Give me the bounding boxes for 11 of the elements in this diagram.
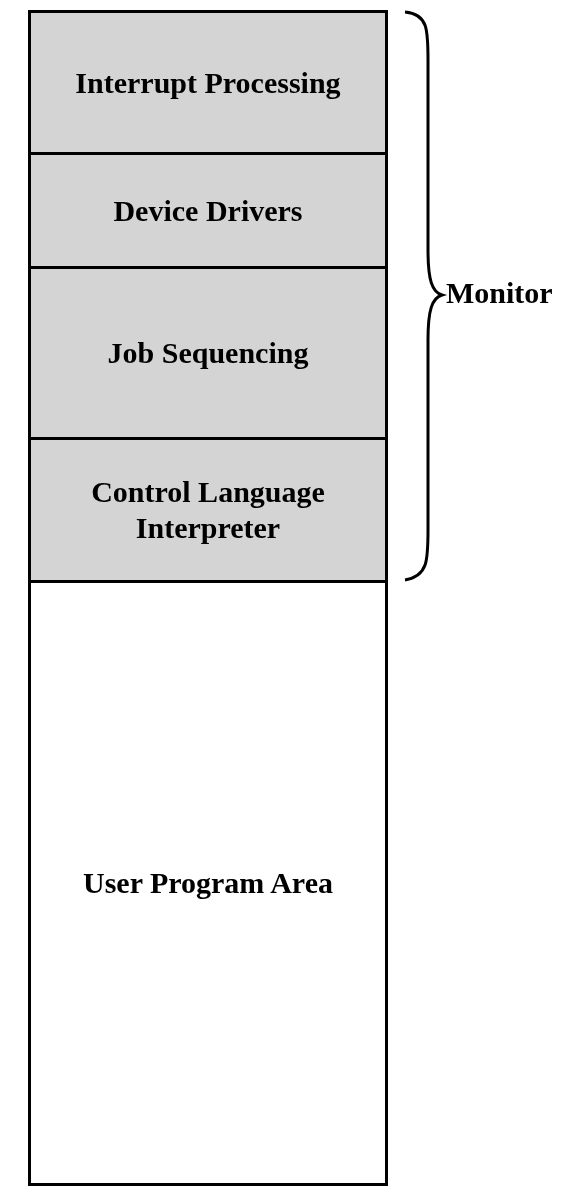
bracket-label: Monitor <box>446 276 553 310</box>
memory-region <box>28 580 388 1186</box>
region-label: Interrupt Processing <box>75 64 341 101</box>
region-label: Job Sequencing <box>107 335 309 371</box>
region-label: Device Drivers <box>113 192 303 229</box>
memory-region <box>28 152 388 269</box>
memory-region <box>28 266 388 440</box>
memory-region <box>28 10 388 155</box>
region-label: Control Language Interpreter <box>90 474 326 546</box>
region-label: User Program Area <box>83 865 333 901</box>
memory-region <box>28 437 388 583</box>
